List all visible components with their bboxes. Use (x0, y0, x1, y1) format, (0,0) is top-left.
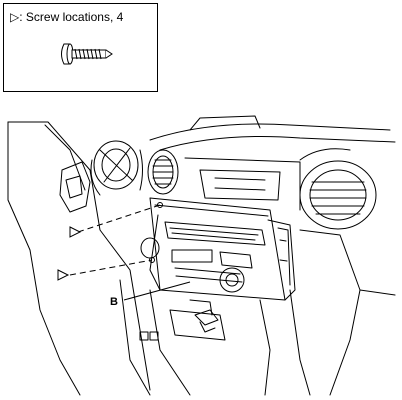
legend-box: ▷: Screw locations, 4 (3, 3, 158, 92)
legend-text: ▷: Screw locations, 4 (10, 10, 123, 24)
callout-label-b: B (110, 296, 118, 308)
screw-icon (61, 43, 113, 65)
dashboard-illustration (7, 115, 396, 396)
triangle-marker-icon (57, 226, 82, 281)
legend-caption: : Screw locations, 4 (19, 10, 124, 24)
triangle-marker-icon: ▷ (10, 10, 20, 24)
